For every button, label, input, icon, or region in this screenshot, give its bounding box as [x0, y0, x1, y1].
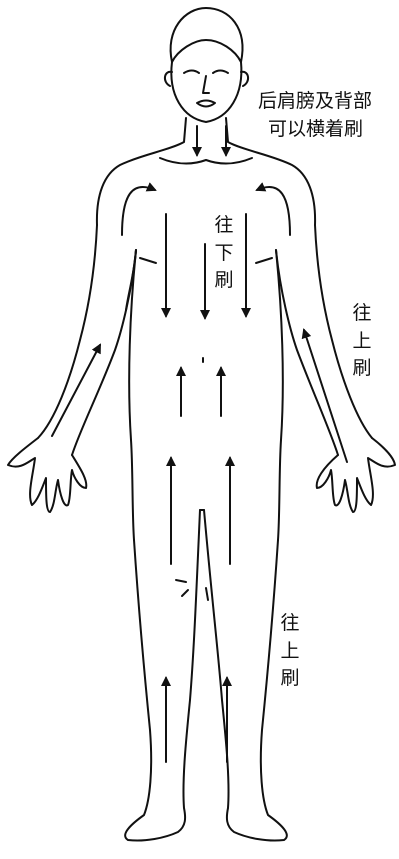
arrow-shoulder-right [257, 187, 290, 235]
shoulder-label-line1: 后肩膀及背部 [258, 90, 372, 114]
left-arm [8, 225, 136, 512]
right-arm [276, 225, 395, 512]
arrow-shoulder-left [122, 187, 155, 235]
torso-label: 往下刷 [213, 212, 235, 295]
head [165, 8, 248, 122]
legs [125, 510, 287, 841]
leg-label: 往上刷 [279, 610, 301, 693]
shoulder-label-line2: 可以横着刷 [268, 118, 363, 142]
arm-label: 往上刷 [351, 300, 373, 383]
arrow-arm-right-up [304, 330, 347, 462]
